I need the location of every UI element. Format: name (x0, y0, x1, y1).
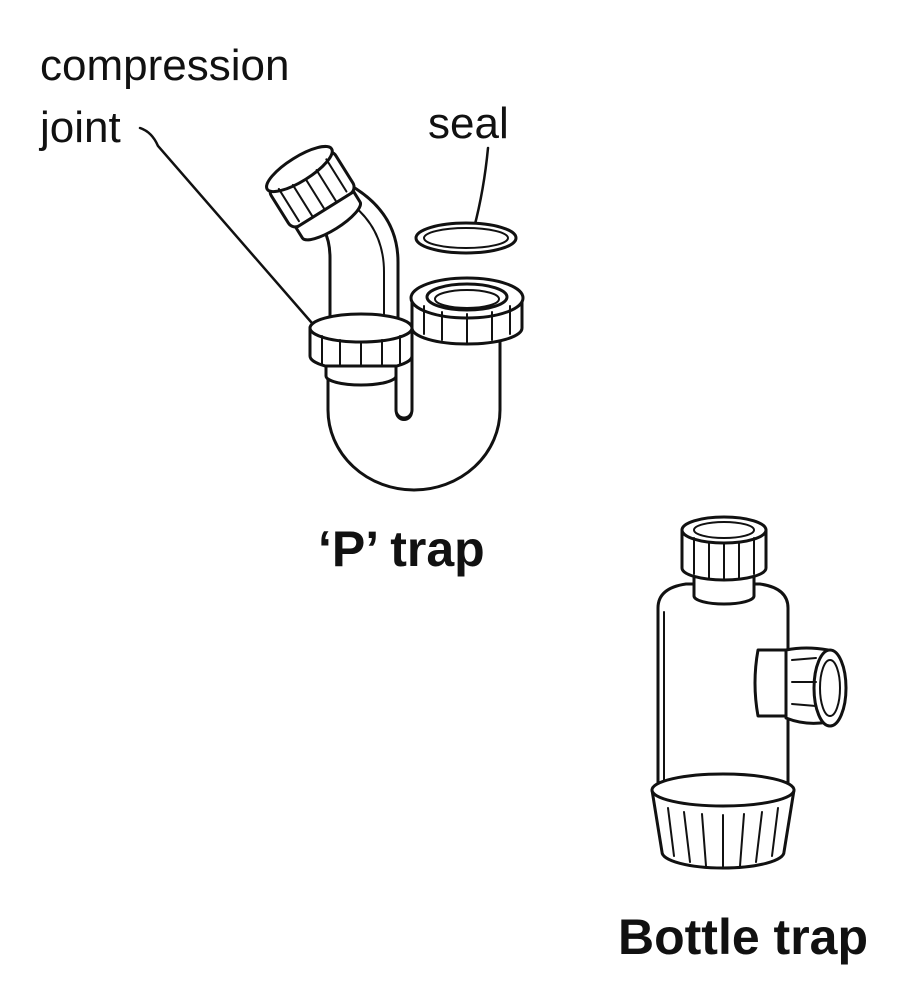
bottle-trap-top-nut (682, 517, 766, 604)
p-trap-caption: ‘P’ trap (318, 521, 485, 577)
bottle-trap-side-outlet (755, 648, 846, 726)
p-trap-inlet-nut (411, 278, 523, 344)
p-trap (261, 139, 523, 490)
seal-label: seal (428, 99, 509, 148)
bottle-trap-bottom-cap (652, 774, 794, 868)
bottle-trap-caption: Bottle trap (618, 909, 868, 965)
compression-joint-label-line2: joint (38, 103, 121, 152)
compression-joint-nut (310, 314, 412, 385)
bottle-trap (652, 517, 846, 868)
seal-ring (416, 223, 516, 253)
compression-joint-label-line1: compression (40, 41, 289, 90)
seal-leader-line (474, 148, 488, 228)
